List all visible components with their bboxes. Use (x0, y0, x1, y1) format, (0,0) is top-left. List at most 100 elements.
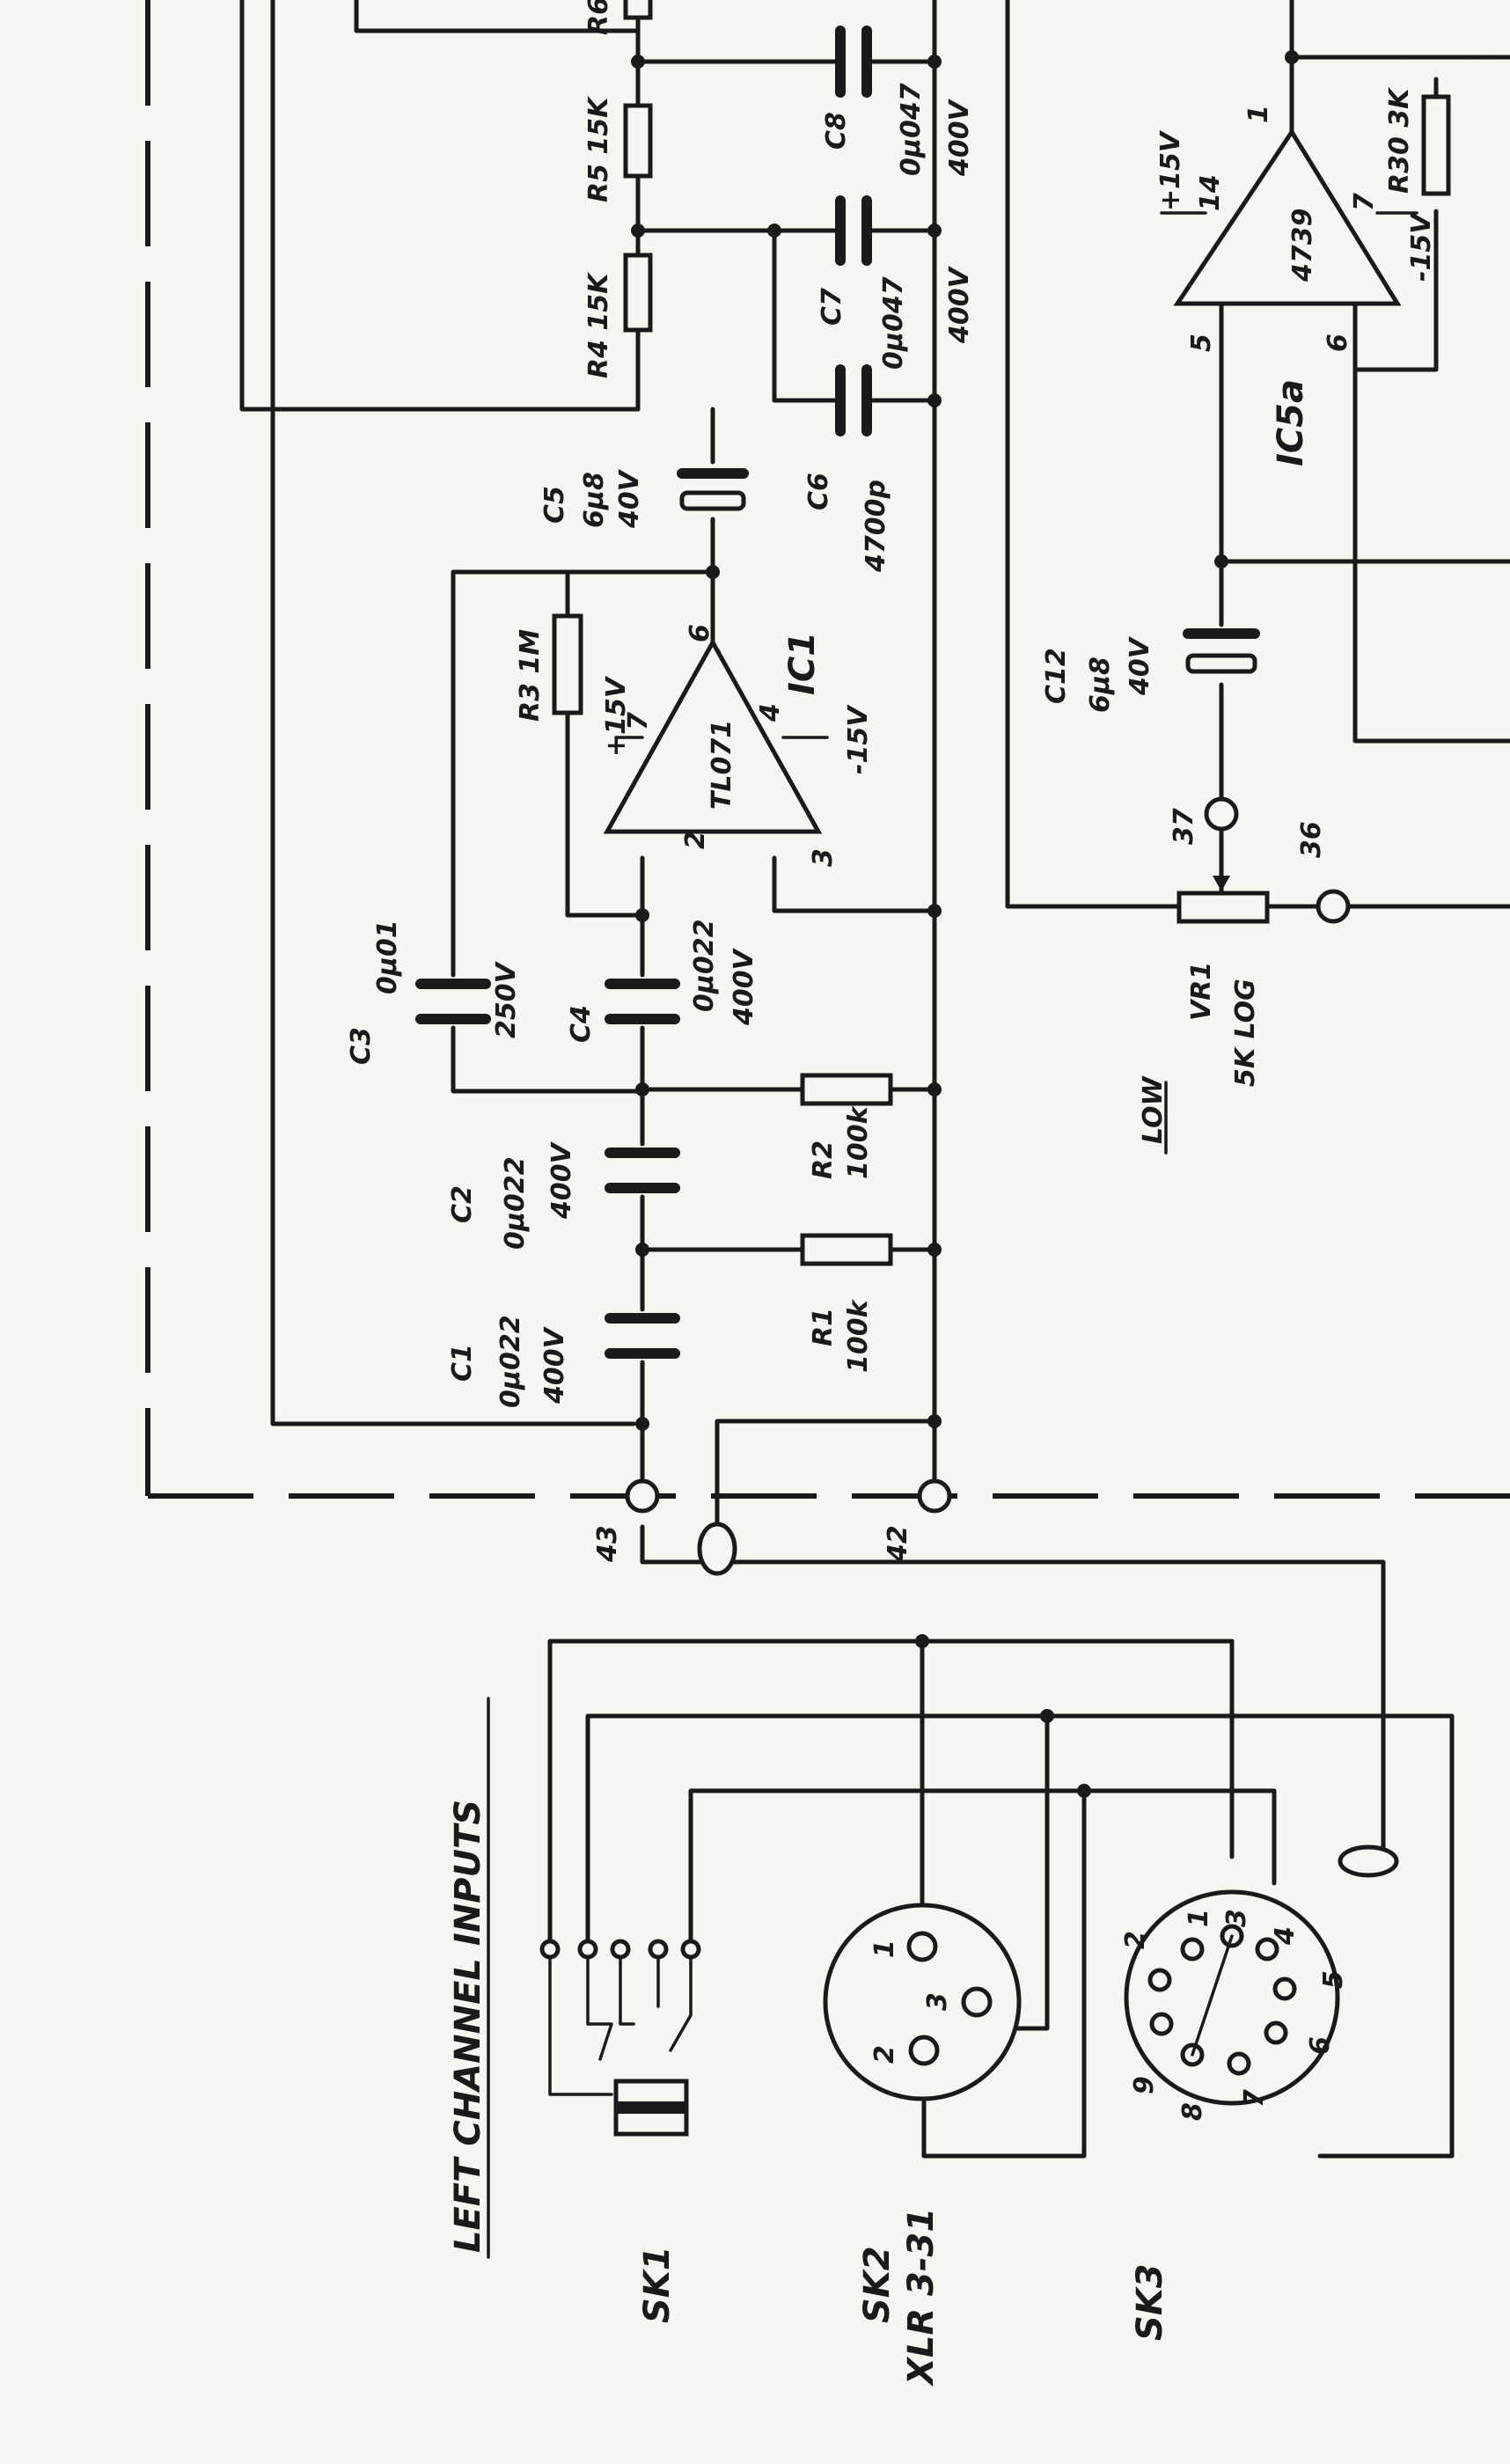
ic5a-vpos: +15V (1155, 129, 1186, 211)
c7-value: 0μ047 (878, 276, 909, 370)
capacitor-c7: C7 0μ047 400V (817, 195, 975, 370)
sk3-pin4: 4 (1270, 1926, 1301, 1946)
resistor-r4: R4 15K (583, 253, 653, 378)
c7-label: C7 (817, 288, 847, 326)
resistor-r6: R6 (583, 0, 653, 35)
capacitor-c6: C6 4700p (803, 364, 891, 573)
section-title: LEFT CHANNEL INPUTS (448, 1697, 490, 2259)
c5-value: 6μ8 (579, 472, 610, 528)
resistor-r3: R3 1M (515, 613, 583, 722)
c3-value: 0μ01 (372, 920, 403, 994)
opamp-ic1: TL071 2 3 4 6 7 +15V -15V IC1 (601, 624, 874, 867)
terminal-37: 37 (1169, 796, 1239, 845)
terminal-36-label: 36 (1296, 821, 1327, 858)
ic1-pin7: 7 (623, 712, 654, 730)
vr1-function: LOW (1138, 1074, 1169, 1144)
ic5a-pin6: 6 (1323, 334, 1353, 352)
sk1-label: SK1 (637, 2246, 678, 2323)
terminal-43-label: 43 (592, 1525, 623, 1563)
capacitor-c5: C5 6μ8 40V (539, 468, 749, 529)
shield-ferrite (697, 1522, 737, 1576)
ic1-vneg: -15V (843, 704, 874, 774)
c12-rating: 40V (1125, 635, 1155, 696)
sk3-label: SK3 (1130, 2263, 1170, 2341)
c1-rating: 400V (539, 1325, 570, 1404)
capacitor-c3: C3 0μ01 250V (346, 920, 522, 1065)
ic1-pin4: 4 (755, 703, 786, 722)
r1-value: 100k (843, 1298, 874, 1373)
sk3-pin3: 3 (1221, 1909, 1252, 1927)
r6-label: R6 (583, 0, 614, 35)
ic5a-pin1: 1 (1243, 105, 1274, 123)
c2-label: C2 (447, 1185, 478, 1223)
junctions (631, 50, 1299, 1798)
r2-value: 100k (843, 1104, 874, 1179)
vr1-value: 5K LOG (1230, 979, 1261, 1087)
sk3-pin9: 9 (1129, 2076, 1160, 2094)
c3-label: C3 (346, 1027, 377, 1065)
c8-rating: 400V (944, 98, 975, 177)
capacitor-c4: C4 0μ022 400V (566, 919, 759, 1043)
socket-sk1: SK1 (539, 1939, 701, 2323)
ic1-vpos: +15V (601, 675, 632, 757)
capacitor-c8: C8 0μ047 400V (821, 26, 975, 177)
board-boundary (145, 0, 1510, 1499)
c8-value: 0μ047 (896, 83, 927, 176)
ic1-pin3: 3 (808, 848, 839, 867)
terminal-42-label: 42 (883, 1525, 913, 1563)
sk3-pin6: 6 (1305, 2036, 1336, 2055)
c4-value: 0μ022 (689, 919, 720, 1012)
sk2-pin2: 2 (869, 2045, 900, 2064)
r3-label: R3 1M (515, 629, 546, 722)
sk2-type: XLR 3-31 (901, 2208, 942, 2387)
c12-label: C12 (1041, 648, 1072, 704)
c2-value: 0μ022 (500, 1156, 531, 1250)
resistor-r30: R30 3K (1384, 86, 1451, 196)
sk2-pin3: 3 (922, 1992, 953, 2011)
sk3-pin2: 2 (1120, 1931, 1151, 1949)
c12-value: 6μ8 (1085, 656, 1116, 713)
r30-label: R30 3K (1384, 86, 1415, 194)
c4-label: C4 (566, 1005, 597, 1043)
capacitor-c1: C1 0μ022 400V (447, 1313, 680, 1408)
ic5a-ref: IC5a (1271, 379, 1311, 466)
terminal-43: 43 (592, 1478, 660, 1563)
c1-value: 0μ022 (495, 1315, 526, 1408)
title-text: LEFT CHANNEL INPUTS (448, 1800, 488, 2253)
sk2-pin1: 1 (869, 1940, 900, 1958)
ic5a-part: 4739 (1287, 209, 1318, 283)
potentiometer-vr1: VR1 5K LOG LOW (1138, 869, 1270, 1155)
sk3-pin1: 1 (1184, 1909, 1214, 1927)
c8-label: C8 (821, 112, 852, 150)
ic5a-pin14: 14 (1195, 174, 1226, 211)
socket-sk2: 1 2 3 SK2 XLR 3-31 (823, 1903, 1022, 2387)
r2-label: R2 (808, 1140, 839, 1179)
c7-rating: 400V (944, 265, 975, 344)
resistor-r5: R5 15K (583, 95, 653, 202)
terminal-37-label: 37 (1169, 808, 1199, 845)
ic1-pin6: 6 (685, 624, 715, 642)
resistor-r1: R1 100k (800, 1233, 893, 1373)
c5-label: C5 (539, 486, 570, 524)
sk3-pin8: 8 (1177, 2102, 1208, 2121)
c1-label: C1 (447, 1344, 478, 1382)
c2-rating: 400V (546, 1140, 577, 1220)
ic1-pin2: 2 (680, 831, 711, 849)
c4-rating: 400V (729, 947, 759, 1026)
r5-label: R5 15K (583, 95, 614, 202)
ic5a-vneg: -15V (1406, 211, 1437, 282)
capacitor-c2: C2 0μ022 400V (447, 1140, 680, 1250)
socket-sk3: 1 2 3 4 5 6 7 8 9 SK3 (1120, 1844, 1399, 2341)
resistor-r2: R2 100k (800, 1073, 893, 1179)
c6-label: C6 (803, 473, 834, 510)
terminal-42: 42 (883, 1478, 952, 1563)
terminal-36: 36 (1296, 821, 1351, 924)
c5-rating: 40V (614, 468, 645, 529)
ic5a-pin5: 5 (1186, 334, 1217, 352)
capacitor-c12: C12 6μ8 40V (1041, 628, 1260, 713)
ic1-part: TL071 (707, 720, 737, 810)
c6-value: 4700p (861, 480, 891, 573)
sk3-pin5: 5 (1318, 1970, 1349, 1989)
ic5a-pin7: 7 (1349, 193, 1380, 211)
